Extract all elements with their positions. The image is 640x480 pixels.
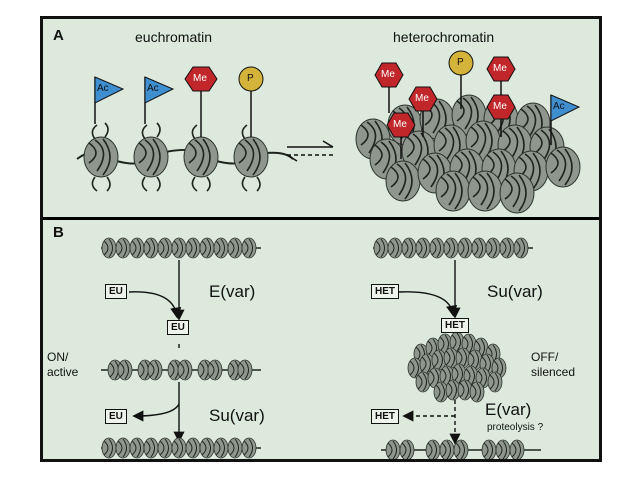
euchromatin-strand	[76, 122, 294, 192]
panel-a-diagram	[76, 50, 581, 214]
eu-box-bottom: EU	[105, 409, 127, 424]
eu-box-center: EU	[167, 320, 189, 335]
acetyl-label-3: Ac	[553, 101, 565, 112]
acetyl-flag-2	[144, 76, 175, 124]
center-to-eu-arrow	[132, 403, 180, 422]
panel-b-diagram	[43, 220, 541, 459]
methyl-label-4: Me	[393, 119, 407, 130]
left-fiber-open	[101, 359, 261, 381]
het-box-center: HET	[441, 318, 469, 333]
panel-b: B	[43, 220, 599, 459]
phospho-label-2: P	[457, 57, 464, 68]
proteolysis-label: proteolysis ?	[487, 422, 544, 433]
eu-box-top: EU	[105, 284, 127, 299]
off-label-line2: silenced	[531, 365, 576, 379]
eu-to-center-arrow	[128, 291, 182, 319]
right-fiber-bottom	[381, 439, 541, 459]
evar-label-right: E(var)	[485, 400, 532, 419]
methyl-hexagon-4	[386, 112, 416, 159]
methyl-label-1: Me	[193, 73, 207, 84]
het-box-top: HET	[371, 284, 399, 299]
acetyl-label-2: Ac	[147, 83, 159, 94]
methyl-label-2: Me	[381, 69, 395, 80]
heterochromatin-label: heterochromatin	[393, 29, 495, 45]
panel-a-label: A	[53, 27, 64, 44]
off-label-line1: OFF/	[531, 350, 559, 364]
figure-frame: A euchromatin heterochromatin	[40, 16, 602, 462]
het-box-bottom: HET	[371, 409, 399, 424]
left-fiber-top	[101, 238, 261, 258]
evar-label-left: E(var)	[209, 282, 256, 301]
phospho-circle-1	[238, 66, 264, 137]
het-to-center-arrow	[398, 291, 458, 317]
methyl-hexagon-1	[184, 66, 218, 137]
equilibrium-arrows	[286, 140, 334, 162]
panel-b-label: B	[53, 224, 64, 241]
on-label-line2: active	[47, 365, 79, 379]
panel-a: A euchromatin heterochromatin	[43, 19, 599, 217]
left-fiber-bottom	[101, 438, 261, 458]
acetyl-flag-3	[550, 94, 581, 145]
methyl-hexagon-3	[408, 86, 438, 137]
methyl-label-5: Me	[493, 63, 507, 74]
acetyl-flag-1	[94, 76, 125, 124]
methyl-hexagon-6	[486, 94, 516, 137]
acetyl-label-1: Ac	[97, 83, 109, 94]
phospho-label-1: P	[247, 73, 254, 84]
right-compact-cluster	[407, 331, 507, 403]
euchromatin-label: euchromatin	[135, 29, 213, 45]
phospho-circle-2	[448, 50, 474, 109]
suvar-label-left: Su(var)	[209, 406, 265, 425]
methyl-label-6: Me	[493, 101, 507, 112]
methyl-label-3: Me	[415, 93, 429, 104]
suvar-label-right: Su(var)	[487, 282, 543, 301]
on-label-line1: ON/	[47, 350, 69, 364]
right-fiber-top	[373, 238, 533, 258]
methyl-hexagon-2	[374, 62, 404, 113]
